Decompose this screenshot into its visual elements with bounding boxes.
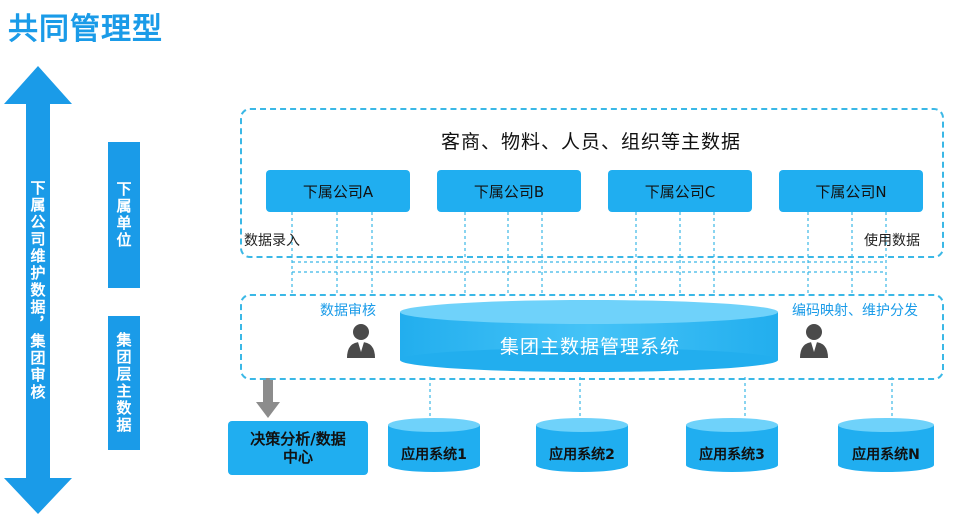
company-b-box: 下属公司B [437, 170, 581, 212]
master-data-heading: 客商、物料、人员、组织等主数据 [440, 131, 741, 153]
company-c-box: 下属公司C [608, 170, 752, 212]
arrow-label: 下属公司维护数据，集团审核 [28, 179, 47, 401]
mapping-label: 编码映射、维护分发 [792, 303, 918, 319]
app-1-label: 应用系统1 [401, 447, 467, 463]
app-2-label: 应用系统2 [549, 447, 615, 463]
decision-center-box: 决策分析/数据 中心 [228, 421, 368, 475]
group-box [108, 316, 140, 450]
company-a-box: 下属公司A [266, 170, 410, 212]
mapper-person-icon [800, 324, 828, 358]
data-entry-label: 数据录入 [244, 233, 300, 249]
decision-center-label: 决策分析/数据 中心 [250, 430, 346, 466]
subsidiary-panel [240, 108, 944, 258]
review-label: 数据审核 [320, 303, 376, 319]
mdm-cylinder [400, 300, 778, 372]
connector-lines [291, 212, 893, 420]
double-arrow [4, 66, 72, 514]
app-db-2 [536, 418, 628, 472]
data-use-label: 使用数据 [864, 233, 920, 249]
reviewer-person-icon [347, 324, 375, 358]
subsidiary-label: 下属单位 [114, 181, 133, 249]
group-panel [240, 294, 944, 380]
company-n-box: 下属公司N [779, 170, 923, 212]
down-arrow-icon [256, 378, 280, 418]
app-3-label: 应用系统3 [699, 447, 765, 463]
subsidiary-box [108, 142, 140, 288]
app-db-n [838, 418, 934, 472]
page-title: 共同管理型 [8, 12, 163, 47]
app-db-3 [686, 418, 778, 472]
app-n-label: 应用系统N [852, 447, 920, 463]
app-db-1 [388, 418, 480, 472]
mdm-system-label: 集团主数据管理系统 [499, 336, 680, 358]
group-label: 集团层主数据 [114, 332, 133, 434]
